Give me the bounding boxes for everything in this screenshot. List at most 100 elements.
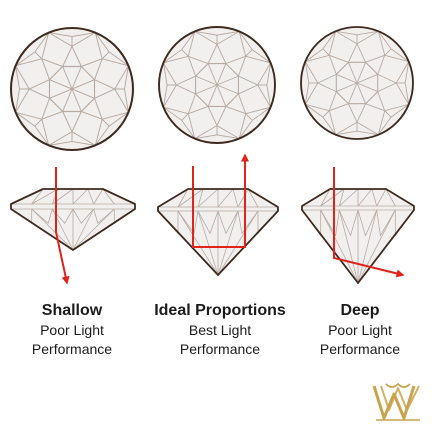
crown-facet-line xyxy=(31,188,59,205)
pavilion-reflection-line xyxy=(195,75,218,86)
crown-facet-line xyxy=(247,188,259,208)
half-facet-spoke xyxy=(34,118,43,127)
crown-facet-line xyxy=(177,188,189,208)
top-view-ideal xyxy=(158,26,276,144)
crown-facet-line xyxy=(197,188,204,208)
crown-facet-line xyxy=(339,188,359,207)
half-facet-line xyxy=(238,106,271,139)
half-facet-spoke xyxy=(101,118,110,127)
pavilion-half-facet xyxy=(237,210,259,235)
pavilion-half-facet xyxy=(320,209,340,237)
side-view-ideal xyxy=(157,188,279,276)
label-deep: Deep xyxy=(340,302,380,319)
half-facet-line xyxy=(266,62,272,108)
half-facet-line xyxy=(15,32,50,67)
crown-facet-line xyxy=(217,188,234,208)
pavilion-reflection-line xyxy=(348,82,358,104)
crown-facet-line xyxy=(320,188,345,207)
crown-facet-line xyxy=(376,188,387,207)
half-facet-line xyxy=(378,31,409,62)
top-view-shallow xyxy=(9,26,135,152)
half-facet-line xyxy=(378,104,409,135)
half-facet-line xyxy=(305,104,336,135)
half-facet-line xyxy=(124,65,129,113)
caption-ideal: Ideal Proportions Best Light Performance xyxy=(148,300,292,359)
crown-outline-deep xyxy=(300,26,414,140)
crown-outline-ideal xyxy=(158,26,276,144)
desc-deep-line2: Performance xyxy=(319,341,401,357)
pavilion-reflection-line xyxy=(62,88,73,112)
pavilion-reflection-line xyxy=(71,88,95,99)
pavilion-reflection-line xyxy=(207,63,218,86)
crown-outline-shallow xyxy=(9,26,135,152)
crown-facet-line xyxy=(93,188,104,205)
desc-shallow-line2: Performance xyxy=(31,341,113,357)
pavilion-reflection-line xyxy=(71,88,82,112)
pavilion-reflection-line xyxy=(348,62,358,84)
half-facet-line xyxy=(163,106,196,139)
half-facet-spoke xyxy=(34,51,43,60)
desc-ideal-line1: Best Light xyxy=(188,322,252,338)
half-facet-spoke xyxy=(181,113,189,121)
profile-outline-shallow xyxy=(10,188,136,251)
half-facet-line xyxy=(163,31,196,64)
side-view-shallow xyxy=(10,188,136,251)
half-facet-line xyxy=(305,31,336,62)
pavilion-facet-line xyxy=(357,209,378,284)
pavilion-half-facet xyxy=(31,208,53,225)
pavilion-half-facet xyxy=(376,209,396,237)
pavilion-reflection-line xyxy=(195,84,218,95)
pavilion-half-facet xyxy=(72,208,95,224)
pavilion-reflection-line xyxy=(356,82,378,92)
profile-outline-deep xyxy=(301,188,415,284)
half-facet-line xyxy=(194,30,240,36)
pavilion-facet-line xyxy=(217,210,239,276)
pavilion-reflection-line xyxy=(216,63,227,86)
pavilion-half-facet xyxy=(197,210,219,235)
pavilion-reflection-line xyxy=(336,74,358,84)
half-facet-line xyxy=(194,134,240,140)
half-facet-spoke xyxy=(181,49,189,57)
crown-facet-line xyxy=(237,188,249,208)
pavilion-reflection-line xyxy=(216,84,227,107)
light-ray-ideal xyxy=(192,153,249,248)
crown-facet-line xyxy=(357,188,373,207)
crown-facet-line xyxy=(31,188,44,205)
half-facet-line xyxy=(15,111,50,146)
half-facet-spoke xyxy=(101,51,110,60)
logo-w-inner xyxy=(380,385,420,411)
pavilion-facet-line xyxy=(338,209,359,284)
pavilion-facet-line xyxy=(72,208,115,251)
gold-w-crest-logo-icon xyxy=(372,382,420,421)
pavilion-reflection-line xyxy=(356,62,366,84)
pavilion-facet-line xyxy=(31,208,74,251)
profile-outline-ideal xyxy=(157,188,279,276)
caption-deep: Deep Poor Light Performance xyxy=(288,300,432,359)
half-facet-line xyxy=(48,141,96,146)
pavilion-reflection-line xyxy=(356,74,378,84)
crown-facet-line xyxy=(72,188,89,205)
pavilion-facet-line xyxy=(197,210,219,276)
desc-shallow-line1: Poor Light xyxy=(40,322,104,338)
crown-facet-line xyxy=(320,188,331,207)
label-shallow: Shallow xyxy=(41,302,103,319)
logo-crest-swirl xyxy=(385,382,411,388)
half-facet-spoke xyxy=(245,49,253,57)
pavilion-reflection-line xyxy=(336,82,358,92)
crown-facet-line xyxy=(338,188,345,207)
crown-facet-line xyxy=(102,188,115,205)
half-facet-line xyxy=(162,62,168,108)
half-facet-line xyxy=(15,65,20,113)
pavilion-half-facet xyxy=(338,209,359,237)
half-facet-line xyxy=(335,30,379,36)
pavilion-reflection-line xyxy=(207,84,218,107)
crown-facet-line xyxy=(197,188,219,208)
pavilion-reflection-line xyxy=(62,66,73,90)
pavilion-half-facet xyxy=(93,208,115,225)
crown-facet-line xyxy=(87,188,95,205)
half-facet-line xyxy=(94,111,129,146)
crown-facet-line xyxy=(371,188,378,207)
half-facet-spoke xyxy=(245,113,253,121)
table-octagon xyxy=(48,65,96,113)
